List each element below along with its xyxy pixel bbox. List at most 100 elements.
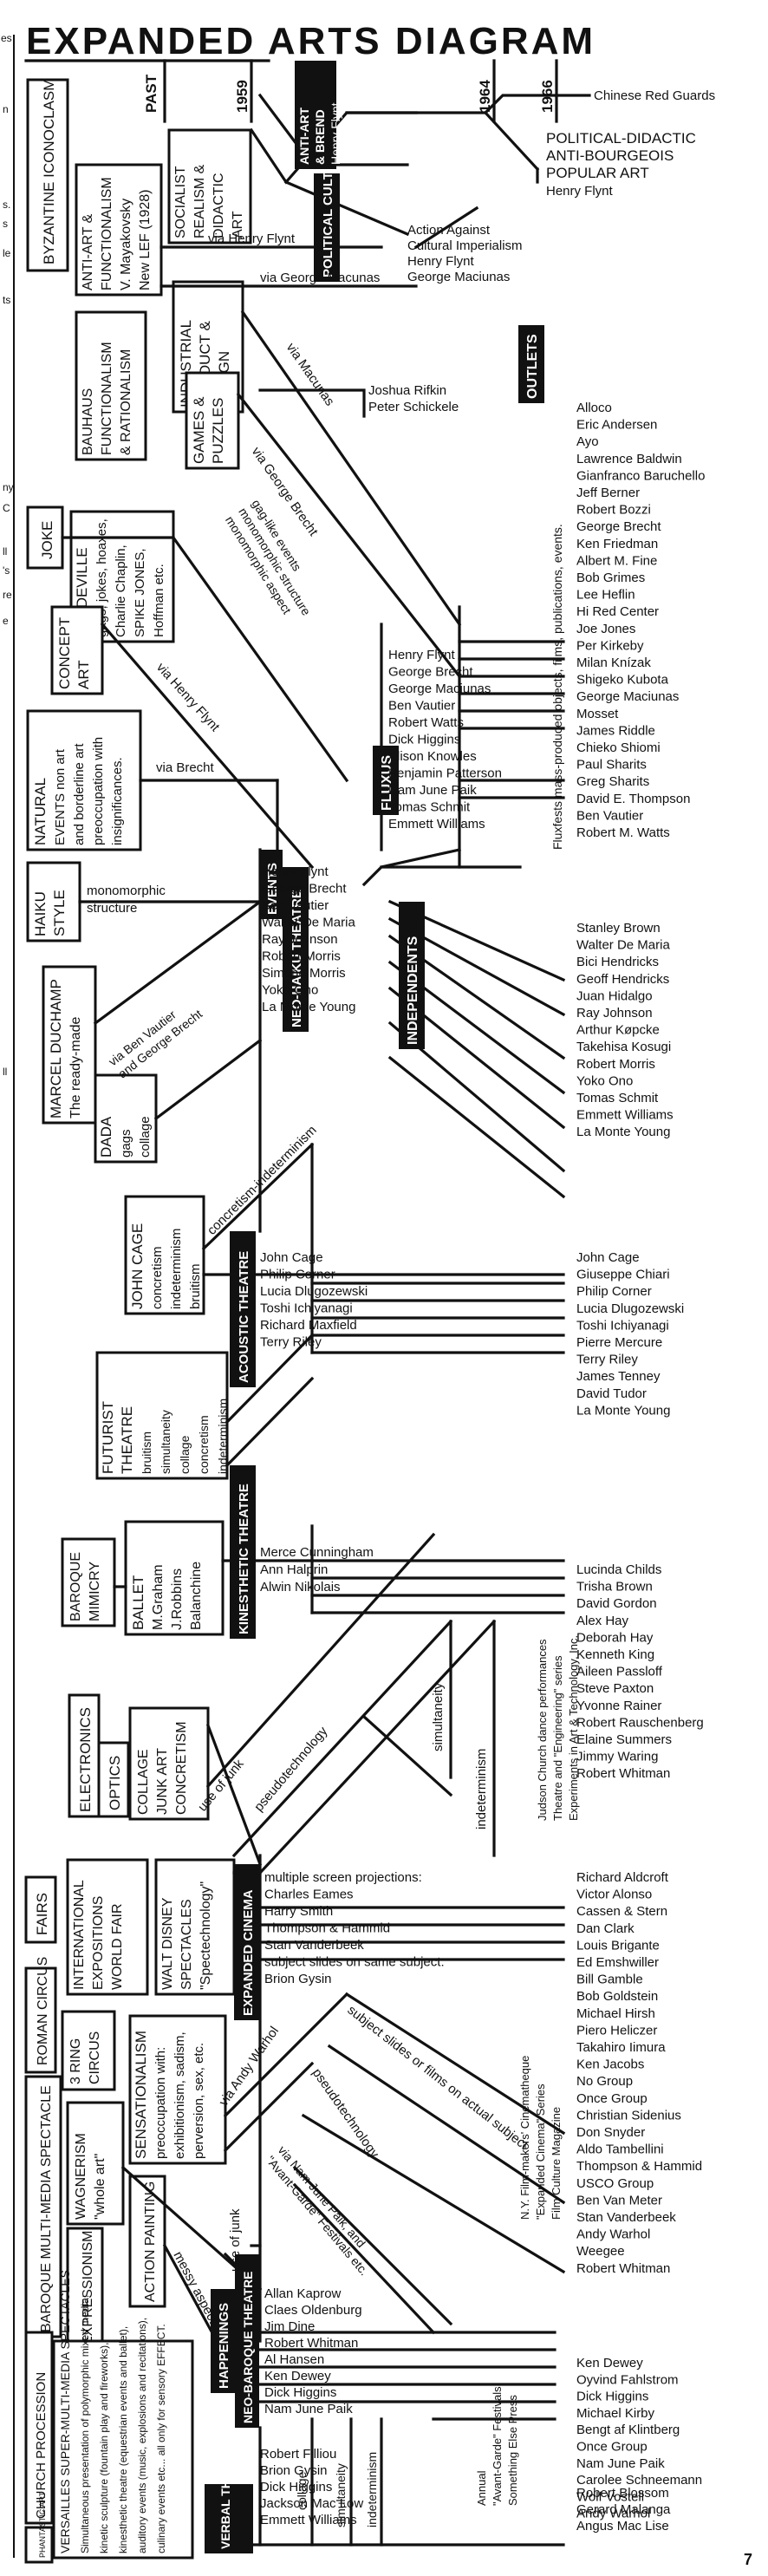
person-name: Emmett Williams — [576, 1108, 674, 1123]
label-action-painting: ACTION PAINTING — [143, 2181, 158, 2302]
box-expressionism — [66, 2227, 104, 2351]
margin-fragment: e — [3, 615, 9, 627]
judson-line-1: Judson Church dance performances — [536, 1639, 549, 1821]
person-name: Per Kirkeby — [576, 638, 644, 653]
label-brend: & BREND — [313, 109, 327, 165]
label-chaplin: Charlie Chaplin, — [114, 545, 128, 637]
person-name: Harry Smith — [264, 1904, 333, 1919]
person-name: Ken Friedman — [576, 537, 658, 551]
person-name: Toshi Ichiyanagi — [260, 1301, 353, 1316]
label-futurist: FUTURIST — [100, 1401, 116, 1474]
via-henry-flynt: via Henry Flynt — [208, 232, 296, 246]
action-george-maciunas: George Maciunas — [407, 270, 510, 284]
label-ready-made: The ready-made — [68, 1017, 83, 1118]
box-walt-disney — [154, 1858, 236, 1996]
label-exhibitionism: exhibitionism, sadism, — [172, 2031, 187, 2159]
person-name: George Brecht — [576, 519, 661, 534]
person-name: Carolee Schneemann — [576, 2473, 702, 2488]
use-of-junk-2: use of junk — [228, 2208, 243, 2272]
label-haiku: HAIKU — [32, 891, 49, 936]
label-concept-art: ART — [75, 660, 92, 689]
label-f-collage: collage — [178, 1435, 192, 1474]
label-insignificances: insignificances. — [110, 757, 125, 845]
person-name: Yvonne Rainer — [576, 1699, 661, 1713]
label-natural: NATURAL — [32, 778, 49, 845]
person-name: Ben Van Meter — [576, 2193, 662, 2208]
section-labels: POLITICAL CULTURE OUTLETS FLUXUS EVENTS … — [205, 144, 544, 2553]
person-name: Wolf Vostell — [576, 2489, 644, 2504]
cinematheque-caption: N.Y. Film-makers' Cinematheque "Expanded… — [518, 2056, 563, 2220]
person-name: Michael Kirby — [576, 2406, 655, 2421]
label-international: INTERNATIONAL — [72, 1880, 87, 1990]
person-name: Jeff Berner — [576, 486, 640, 500]
diagram-title: EXPANDED ARTS DIAGRAM — [26, 20, 596, 62]
via-brecht: via Brecht — [156, 760, 215, 775]
label-versailles-1: Simultaneous presentation of polymorphic… — [79, 2295, 91, 2553]
person-name: Takahiro Iimura — [576, 2040, 666, 2055]
person-name: Steve Paxton — [576, 1681, 654, 1696]
person-name: Thompson & Hammid — [576, 2159, 702, 2174]
margin-fragment: ts — [3, 294, 10, 306]
label-happenings: HAPPENINGS — [217, 2303, 231, 2389]
label-spectechnology: "Spectechnology" — [199, 1881, 213, 1990]
box-futurist — [95, 1351, 229, 1480]
person-name: George Brecht — [388, 665, 473, 680]
person-name: Simone Morris — [262, 966, 346, 981]
label-indeterminism: indeterminism — [169, 1229, 184, 1309]
label-anti-art-brend: ANTI-ART — [297, 107, 311, 165]
label-realism: REALISM & — [192, 164, 207, 238]
person-name: Walter De Maria — [262, 916, 355, 930]
person-name: Joe Jones — [576, 622, 635, 636]
box-fairs — [24, 1875, 57, 1944]
label-independents: INDEPENDENTS — [406, 936, 420, 1045]
label-versailles-3: kinesthetic theatre (equestrian events a… — [117, 2326, 129, 2553]
person-name: Dick Higgins — [388, 733, 460, 747]
label-versailles: VERSAILLES SUPER-MULTI-MEDIA SPECTACLES — [58, 2270, 72, 2553]
label-games: GAMES & — [191, 396, 207, 464]
label-baroque: BAROQUE — [68, 1552, 83, 1621]
person-name: Alex Hay — [576, 1614, 629, 1628]
person-name: Dan Clark — [576, 1921, 635, 1936]
label-optics: OPTICS — [107, 1756, 123, 1810]
label-dada-collage: collage — [138, 1116, 153, 1158]
margin-fragment: ll — [3, 1066, 7, 1078]
box-versailles — [52, 2339, 194, 2560]
label-events: EVENTS — [265, 863, 280, 915]
person-name: Nam June Paik — [264, 2402, 353, 2416]
person-name: Tomas Schmit — [388, 800, 471, 815]
person-name: Ken Dewey — [264, 2369, 331, 2384]
margin-fragment: C — [3, 502, 10, 514]
person-name: Richard Aldcroft — [576, 1870, 669, 1885]
avant-garde-line-3: Something Else Press — [506, 2395, 519, 2506]
person-name: Angus Mac Lise — [576, 2519, 669, 2534]
box-natural-events — [26, 709, 142, 851]
person-name: Emmett Williams — [388, 817, 485, 831]
person-name: Juan Hidalgo — [576, 988, 653, 1003]
person-name: James Tenney — [576, 1369, 661, 1384]
person-name: Stan Vanderbeek — [576, 2210, 676, 2225]
cinematheque-line-1: N.Y. Film-makers' Cinematheque — [518, 2056, 531, 2220]
simultaneity: simultaneity — [431, 1682, 446, 1751]
person-name: George Maciunas — [576, 689, 679, 704]
cultural-imperialism: Cultural Imperialism — [407, 238, 523, 253]
label-phantastic-art: PHANTASTIC ART — [38, 2491, 47, 2558]
label-style: STYLE — [51, 890, 68, 936]
person-name: Nam June Paik — [388, 783, 477, 798]
person-name: Jim Dine — [264, 2319, 315, 2334]
person-name: Michael Hirsh — [576, 2006, 655, 2021]
label-circus: CIRCUS — [88, 2031, 102, 2084]
person-name: Philip Corner — [260, 1268, 335, 1282]
label-didactic: DIDACTIC — [212, 173, 226, 238]
person-name: John Cage — [260, 1250, 323, 1265]
box-socialist-realism — [167, 128, 252, 245]
box-phantastic-art — [24, 2526, 54, 2564]
via-nam-june-paik: via Nam June Paik, and — [276, 2143, 368, 2251]
box-collage-junk — [128, 1706, 210, 1821]
person-name: Toshi Ichiyanagi — [576, 1318, 669, 1333]
label-versailles-5: culinary events etc... all only for sens… — [155, 2324, 167, 2553]
chinese-red-guards: Chinese Red Guards — [594, 88, 715, 103]
person-name: Stanley Brown — [576, 921, 661, 936]
label-whole-art: "whole art" — [93, 2154, 107, 2220]
label-f-simultaneity: simultaneity — [159, 1410, 172, 1474]
person-name: Pierre Mercure — [576, 1335, 662, 1350]
